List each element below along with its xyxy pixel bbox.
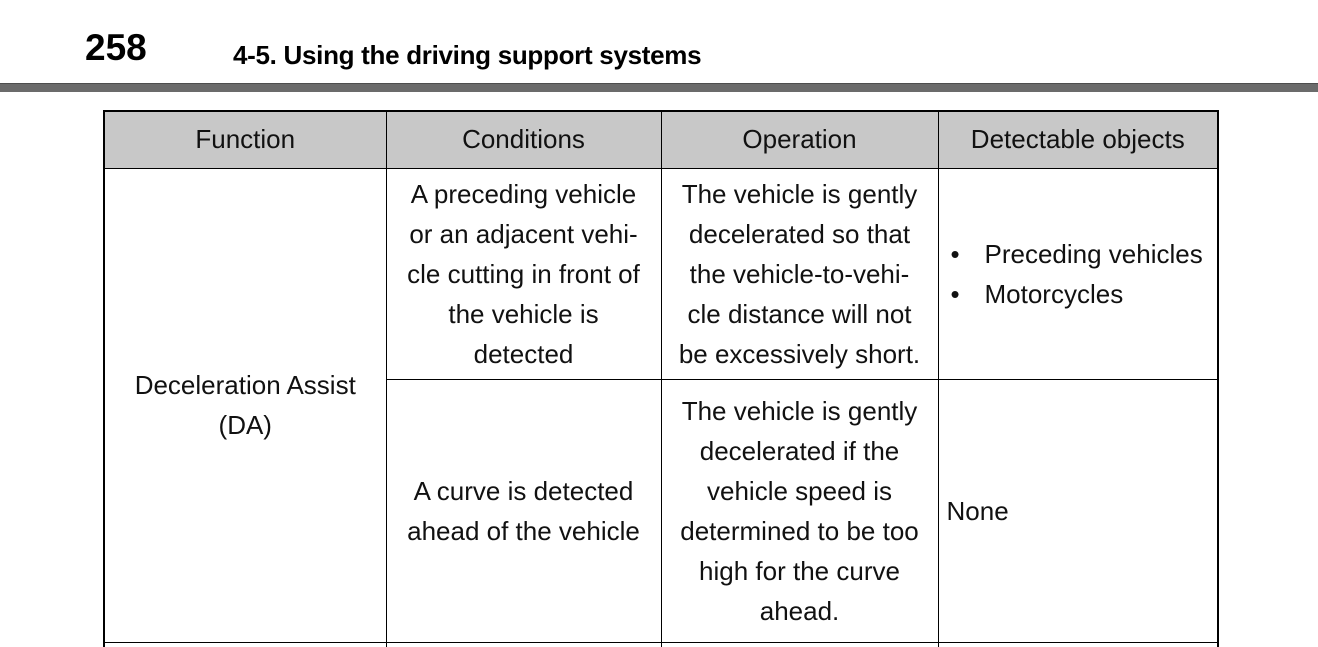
table-row: A curve is detected ahead of the vehicle… (104, 378, 1219, 643)
table-header-row: Function Conditions Operation Detectable… (103, 110, 1219, 169)
detectable-object-label: Preceding vehicles (984, 238, 1203, 269)
header-rule-divider (0, 83, 1318, 92)
cell-detectable-objects-list: • Preceding vehicles • Motorcycles (937, 167, 1219, 380)
column-header-detectable-objects: Detectable objects (937, 110, 1219, 169)
list-item: • Motorcycles (951, 274, 1218, 314)
section-title: 4-5. Using the driving support systems (233, 40, 702, 70)
driving-support-functions-table: Function Conditions Operation Detectable… (103, 110, 1219, 647)
cell-operation-curve-speed: The vehicle is gently decelerated if the… (660, 378, 939, 643)
cell-empty (385, 641, 662, 647)
bullet-icon: • (950, 278, 960, 309)
cell-empty (937, 641, 1219, 647)
list-item: • Preceding vehicles (951, 234, 1218, 274)
column-header-operation: Operation (660, 110, 939, 169)
page-number: 258 (85, 27, 147, 68)
cell-conditions-curve-detected: A curve is detected ahead of the vehicle (385, 378, 662, 643)
table-row: Deceleration Assist (DA) A preceding veh… (103, 167, 1219, 643)
cell-conditions-preceding-vehicle: A preceding vehicle or an adjacent vehi-… (385, 167, 662, 380)
cell-function-deceleration-assist: Deceleration Assist (DA) (103, 167, 387, 643)
bullet-icon: • (950, 238, 960, 269)
detectable-object-label: Motorcycles (984, 278, 1124, 309)
cell-empty (103, 641, 387, 647)
column-header-conditions: Conditions (385, 110, 662, 169)
cell-operation-vehicle-distance: The vehicle is gently decelerated so tha… (660, 167, 939, 380)
cell-detectable-objects-none: None (937, 378, 1219, 643)
table-row-partial (103, 641, 1219, 647)
column-header-function: Function (103, 110, 387, 169)
detectable-objects-list: • Preceding vehicles • Motorcycles (947, 234, 1218, 314)
cell-empty (660, 641, 939, 647)
